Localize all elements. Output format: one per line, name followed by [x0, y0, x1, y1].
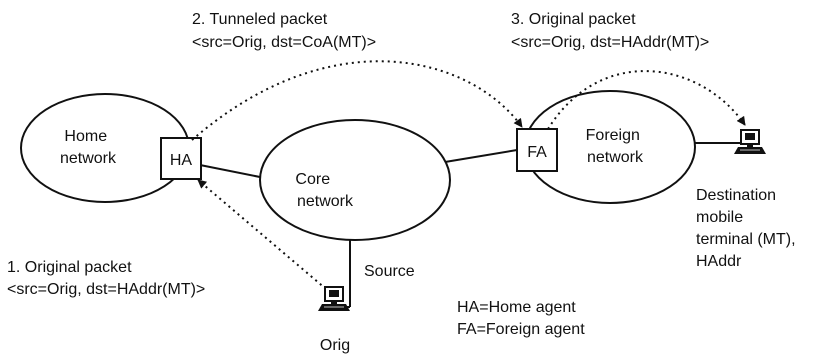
ha-box — [160, 137, 202, 180]
orig-label: Orig — [320, 337, 350, 354]
legend: HA=Home agent FA=Foreign agent — [457, 299, 585, 338]
arrow-step1 — [197, 179, 327, 290]
core-network-ellipse — [259, 119, 451, 241]
ha-label: HA — [170, 152, 193, 169]
step2-label: 2. Tunneled packet <src=Orig, dst=CoA(MT… — [192, 11, 376, 51]
destination-label: Destination mobile terminal (MT), HAddr — [696, 187, 800, 270]
source-label: Source — [364, 263, 415, 280]
step3-label: 3. Original packet <src=Orig, dst=HAddr(… — [511, 11, 709, 51]
fa-label: FA — [527, 144, 547, 161]
home-network-label: Home network — [60, 128, 117, 167]
core-network-label: Core network — [295, 171, 354, 210]
fa-box — [516, 128, 558, 172]
arrow-step2 — [191, 60, 523, 141]
link-core-fa — [444, 149, 518, 163]
step1-label: 1. Original packet <src=Orig, dst=HAddr(… — [7, 259, 205, 298]
orig-computer-icon — [317, 286, 351, 312]
foreign-network-label: Foreign network — [586, 127, 645, 166]
